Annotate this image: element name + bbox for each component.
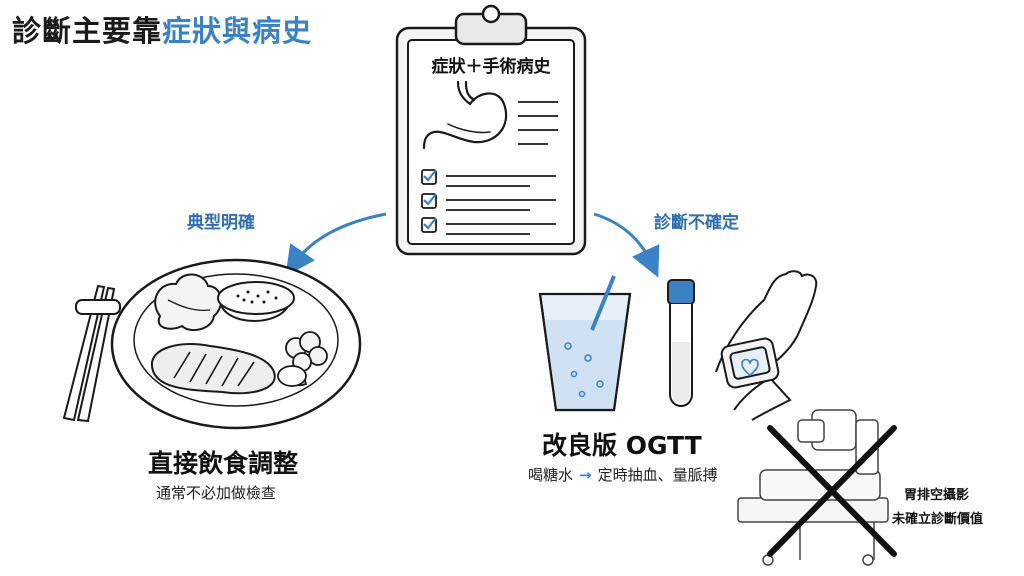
right-arrow bbox=[593, 212, 660, 278]
left-arrow-label: 典型明確 bbox=[187, 213, 255, 233]
ogtt-step-drink: 喝糖水 bbox=[528, 466, 574, 484]
left-arrow bbox=[285, 212, 387, 277]
right-arrow-label: 診斷不確定 bbox=[654, 213, 739, 233]
wrist-monitor-icon bbox=[715, 270, 818, 421]
right-branch-subtitle: 喝糖水 → 定時抽血、量脈搏 bbox=[528, 464, 718, 485]
left-branch-subtitle: 通常不必加做檢查 bbox=[156, 484, 277, 502]
clipboard-lines bbox=[446, 101, 558, 235]
scanner-icon bbox=[737, 409, 889, 566]
gastric-emptying-note: 未確立診斷價值 bbox=[892, 512, 984, 527]
glass-icon bbox=[538, 275, 632, 412]
clipboard-heading: 症狀＋手術病史 bbox=[432, 56, 552, 77]
chopsticks-icon bbox=[62, 284, 121, 423]
clipboard-icon: 症狀＋手術病史 bbox=[395, 4, 587, 256]
arrow-right-icon: → bbox=[579, 466, 592, 484]
ogtt-step-sample: 定時抽血、量脈搏 bbox=[597, 466, 718, 484]
title-highlight: 症狀與病史 bbox=[162, 14, 313, 48]
cross-icon bbox=[767, 425, 897, 557]
plate-icon bbox=[110, 258, 362, 430]
test-tube-icon bbox=[667, 279, 695, 407]
page-title: 診斷主要靠症狀與病史 bbox=[12, 8, 312, 50]
right-branch-title: 改良版 OGTT bbox=[542, 431, 702, 460]
checkbox-icon bbox=[421, 169, 437, 233]
left-branch-title: 直接飲食調整 bbox=[148, 449, 299, 478]
stomach-icon bbox=[422, 80, 508, 150]
title-prefix: 診斷主要靠 bbox=[12, 14, 163, 48]
gastric-emptying-label: 胃排空攝影 bbox=[904, 488, 970, 503]
